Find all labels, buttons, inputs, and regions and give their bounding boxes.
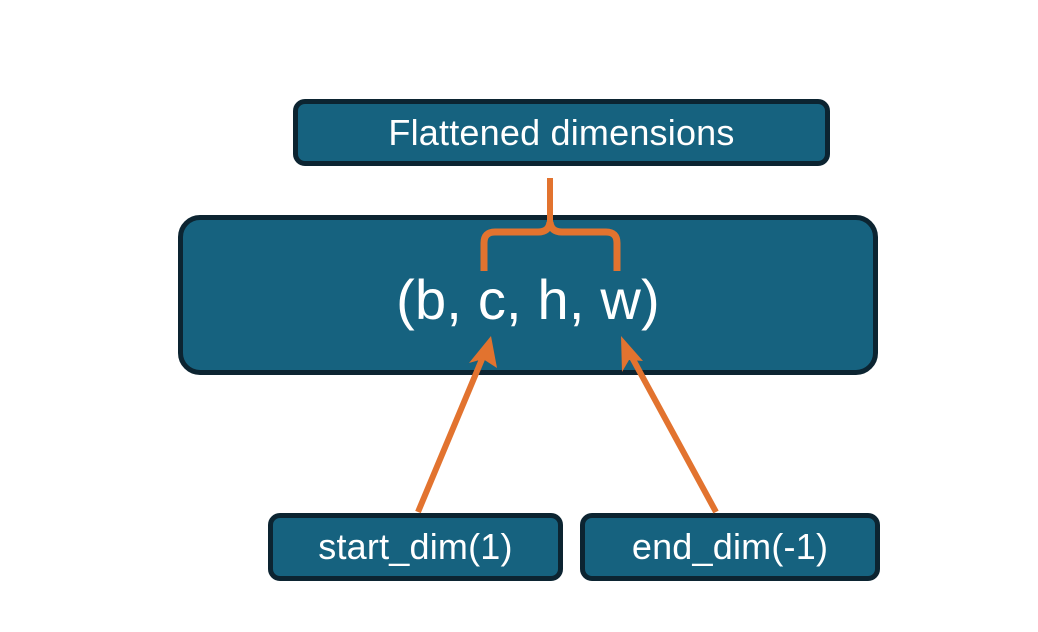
node-flattened-dimensions[interactable]: Flattened dimensions: [293, 99, 830, 166]
end-dim-arrow-line: [626, 350, 719, 514]
start-dim-arrow-line: [415, 350, 488, 514]
node-end-dim[interactable]: end_dim(-1): [580, 513, 880, 581]
node-start-dim-label: start_dim(1): [318, 526, 513, 567]
node-tensor-shape-label: (b, c, h, w): [396, 267, 660, 331]
node-end-dim-label: end_dim(-1): [631, 526, 829, 567]
node-start-dim[interactable]: start_dim(1): [268, 513, 563, 581]
node-flattened-dimensions-label: Flattened dimensions: [388, 111, 735, 153]
node-tensor-shape[interactable]: (b, c, h, w): [178, 215, 878, 375]
